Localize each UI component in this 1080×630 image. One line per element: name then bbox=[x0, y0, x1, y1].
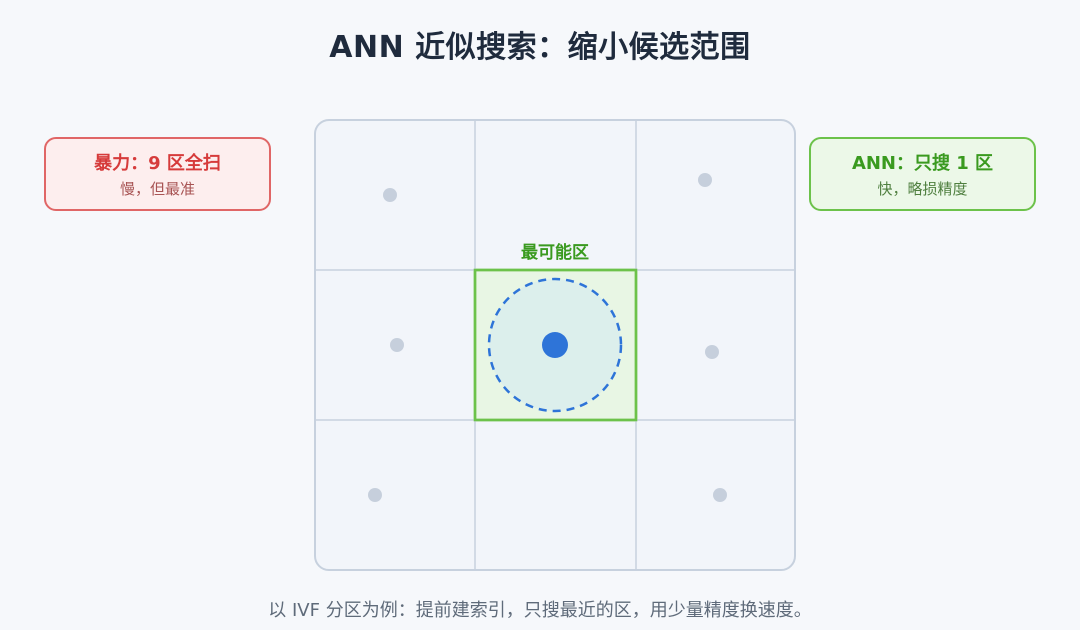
data-point bbox=[390, 338, 404, 352]
page-title: ANN 近似搜索：缩小候选范围 bbox=[329, 30, 751, 65]
data-point bbox=[713, 488, 727, 502]
brute-force-card: 暴力：9 区全扫 慢，但最准 bbox=[44, 137, 271, 211]
highlight-label: 最可能区 bbox=[521, 242, 589, 263]
caption: 以 IVF 分区为例：提前建索引，只搜最近的区，用少量精度换速度。 bbox=[268, 600, 812, 621]
data-point bbox=[383, 188, 397, 202]
brute-force-card-title: 暴力：9 区全扫 bbox=[94, 153, 221, 174]
data-point bbox=[705, 345, 719, 359]
ann-card: ANN：只搜 1 区 快，略损精度 bbox=[809, 137, 1036, 211]
ann-card-subtitle: 快，略损精度 bbox=[877, 180, 968, 198]
highlight-cell-border bbox=[473, 268, 638, 422]
ann-card-title: ANN：只搜 1 区 bbox=[851, 153, 994, 174]
brute-force-card-subtitle: 慢，但最准 bbox=[119, 180, 195, 198]
data-point bbox=[698, 173, 712, 187]
query-point bbox=[542, 332, 568, 358]
data-point bbox=[368, 488, 382, 502]
